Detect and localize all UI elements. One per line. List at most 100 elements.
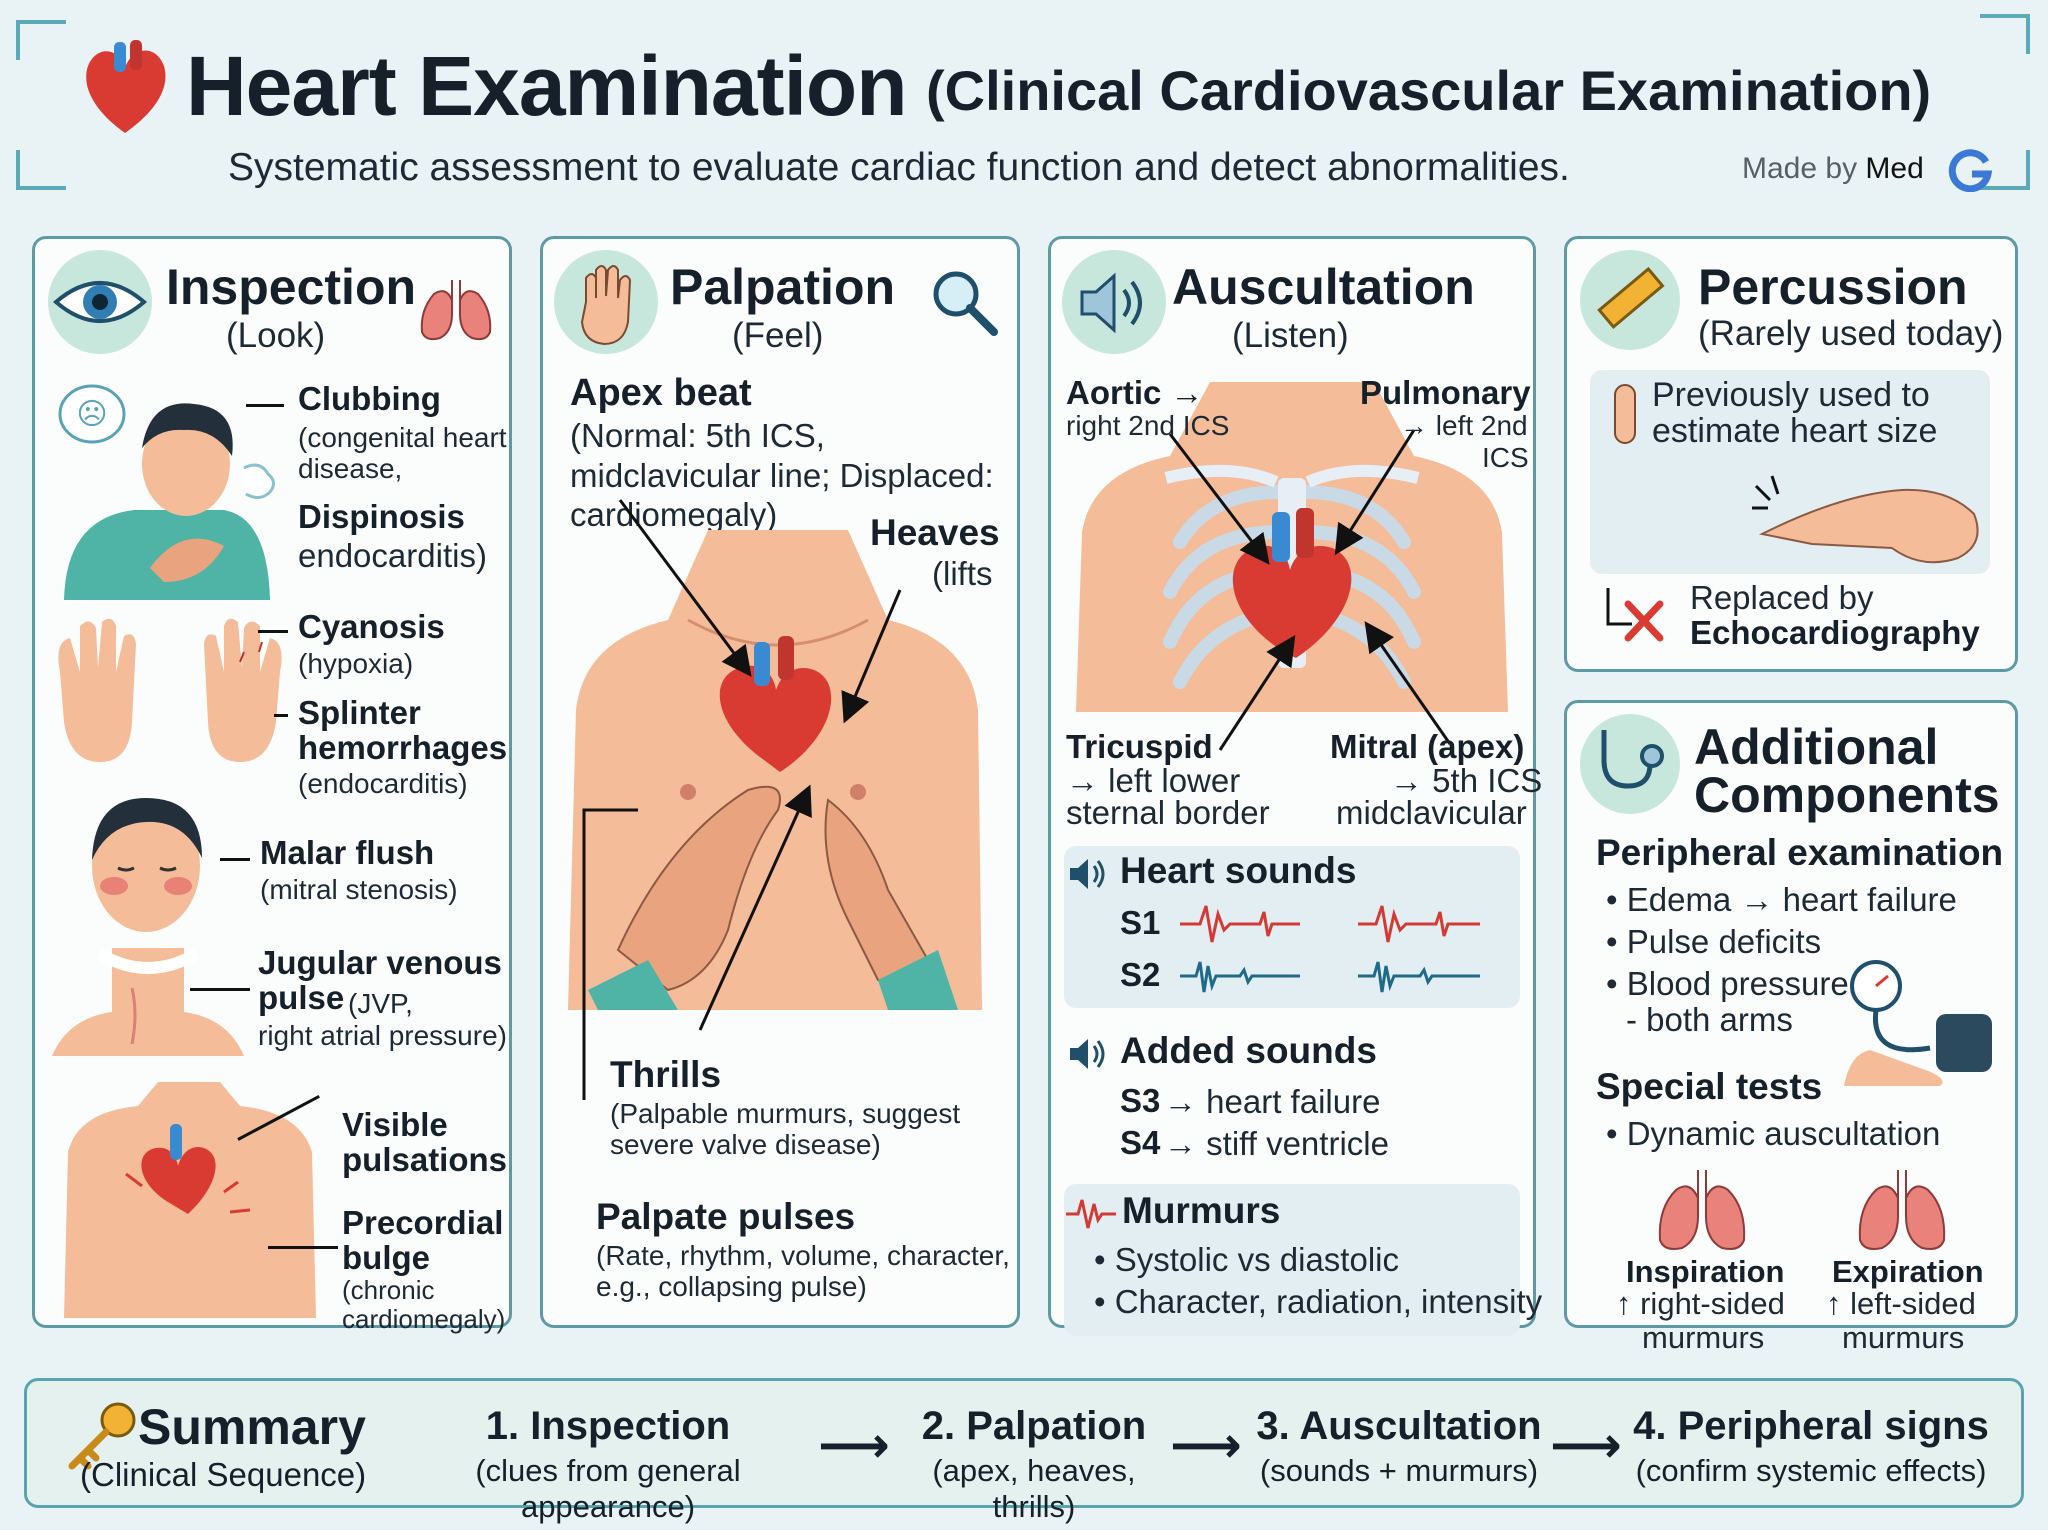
- ruler-icon: [1597, 266, 1665, 330]
- stethoscope-icon-bg: [1580, 714, 1680, 814]
- visible-pulsations-label: Visible pulsations: [342, 1106, 508, 1178]
- jvp-label: Jugular venous pulse: [258, 944, 502, 1016]
- jvp-note: (JVP,: [348, 988, 413, 1019]
- lungs-expiration-icon: [1858, 1170, 1946, 1250]
- mitral-note-2: midclavicular: [1336, 794, 1527, 831]
- page-title: Heart Examination: [186, 39, 908, 133]
- summary-arrow: ⟶: [818, 1417, 890, 1473]
- svg-text:☹: ☹: [76, 398, 107, 431]
- expiration-label: Expiration: [1832, 1254, 1984, 1289]
- auscultation-subtitle: (Listen): [1232, 316, 1349, 355]
- cyanosis-note: (hypoxia): [298, 648, 414, 679]
- corner-decoration: [1980, 150, 2030, 190]
- palpate-pulses-note: (Rate, rhythm, volume, character, e.g., …: [596, 1240, 1010, 1303]
- torso-palpation-illustration: [568, 530, 982, 1010]
- patient-illustration: ☹: [58, 384, 275, 600]
- lungs-inspiration-icon: [1658, 1170, 1746, 1250]
- aortic-note: right 2nd ICS: [1066, 410, 1230, 441]
- heart-sound-waveforms: [1180, 905, 1480, 993]
- pointer-line: [246, 404, 284, 407]
- murmurs-title: Murmurs: [1122, 1190, 1281, 1231]
- eye-icon: [52, 281, 148, 323]
- apex-beat-label: Apex beat: [570, 372, 752, 414]
- blood-pressure-cuff-icon: [1844, 960, 1992, 1086]
- pulmonary-note-2: ICS: [1482, 442, 1529, 473]
- finger-icon: [1614, 384, 1636, 444]
- hand-icon: [580, 265, 632, 346]
- neck-illustration: [52, 948, 244, 1056]
- inspection-title: Inspection: [166, 259, 417, 315]
- echocardiography-label: Echocardiography: [1690, 614, 1980, 651]
- percussion-note: Previously used to estimate heart size: [1652, 376, 1938, 450]
- s4-label: S4: [1120, 1124, 1161, 1161]
- percussion-title: Percussion: [1698, 259, 1968, 315]
- tricuspid-note: → left lower: [1066, 762, 1241, 799]
- pulmonary-label: Pulmonary: [1360, 374, 1531, 411]
- palpation-title: Palpation: [670, 259, 896, 315]
- splinter-note: (endocarditis): [298, 768, 468, 799]
- jvp-note-2: right atrial pressure): [258, 1020, 507, 1051]
- peripheral-exam-title: Peripheral examination: [1596, 832, 2004, 873]
- special-tests-title: Special tests: [1596, 1066, 1823, 1107]
- pointer-line: [258, 630, 288, 633]
- palpate-pulses-label: Palpate pulses: [596, 1196, 856, 1237]
- percussion-subtitle: (Rarely used today): [1698, 314, 2004, 353]
- clubbing-note: (congenital heart disease,: [298, 422, 507, 485]
- s3-label: S3: [1120, 1082, 1161, 1119]
- murmur-wave-icon: [1066, 1199, 1116, 1229]
- heart-sounds-title: Heart sounds: [1120, 850, 1357, 891]
- percussion-hand-illustration: [1752, 475, 1979, 564]
- corner-decoration: [16, 20, 66, 60]
- stethoscope-icon: [1601, 730, 1664, 789]
- murmur-item: • Systolic vs diastolic: [1094, 1241, 1399, 1278]
- s4-note: → stiff ventricle: [1164, 1125, 1389, 1162]
- replaced-x-icon: [1606, 588, 1664, 642]
- pointer-line: [274, 714, 288, 717]
- summary-step: 3. Auscultation (sounds + murmurs): [1256, 1404, 1542, 1488]
- dispinosis-label: Dispinosis: [298, 498, 465, 535]
- murmurs-box: [1064, 1184, 1520, 1336]
- s2-label: S2: [1120, 956, 1161, 993]
- tricuspid-label: Tricuspid: [1066, 728, 1213, 765]
- inspiration-note: ↑ right-sided: [1616, 1286, 1785, 1321]
- heaves-note: (lifts: [932, 555, 993, 592]
- expiration-note-2: murmurs: [1842, 1320, 1965, 1355]
- pointer-line: [190, 988, 250, 991]
- tricuspid-note-2: sternal border: [1066, 794, 1270, 831]
- peripheral-item: • Blood pressure: [1606, 965, 1849, 1002]
- pulmonary-note: → left 2nd: [1400, 410, 1528, 441]
- pointer-line: [268, 1246, 338, 1249]
- precordial-bulge-label: Precordial bulge: [342, 1204, 504, 1276]
- cyanosis-label: Cyanosis: [298, 608, 445, 645]
- hands-illustration: [58, 618, 282, 762]
- auscultation-arrows: [1168, 429, 1452, 751]
- face-illustration: [92, 798, 202, 932]
- splinter-label: Splinter hemorrhages: [298, 694, 508, 766]
- chest-pulsation-illustration: [64, 1082, 316, 1318]
- summary-arrow: ⟶: [1550, 1417, 1622, 1473]
- page-title-sub: (Clinical Cardiovascular Examination): [926, 59, 1932, 122]
- auscultation-title: Auscultation: [1172, 259, 1475, 315]
- summary-step: 1. Inspection (clues from general appear…: [475, 1404, 741, 1524]
- heart-icon: [86, 40, 166, 133]
- replaced-label: Replaced by: [1690, 579, 1874, 616]
- speaker-icon: [1070, 1039, 1105, 1069]
- corner-decoration: [1980, 14, 2030, 54]
- peripheral-item: • Pulse deficits: [1606, 923, 1822, 960]
- speaker-icon: [1080, 272, 1142, 334]
- summary-step: 2. Palpation (apex, heaves, thrills): [921, 1404, 1147, 1524]
- mitral-label: Mitral (apex): [1330, 728, 1525, 765]
- special-test-item: • Dynamic auscultation: [1606, 1115, 1941, 1152]
- corner-decoration: [16, 150, 66, 190]
- key-icon: [68, 1402, 136, 1470]
- pointer-line: [220, 858, 250, 861]
- malar-note: (mitral stenosis): [260, 874, 458, 905]
- precordial-note: (chronic cardiomegaly): [342, 1275, 506, 1335]
- speaker-icon: [1070, 859, 1105, 889]
- dispinosis-note: endocarditis): [298, 537, 487, 574]
- inspiration-note-2: murmurs: [1642, 1320, 1765, 1355]
- thrills-label: Thrills: [610, 1054, 722, 1095]
- s1-label: S1: [1120, 904, 1161, 941]
- page-subtitle: Systematic assessment to evaluate cardia…: [228, 146, 1570, 189]
- heaves-label: Heaves: [870, 512, 1000, 553]
